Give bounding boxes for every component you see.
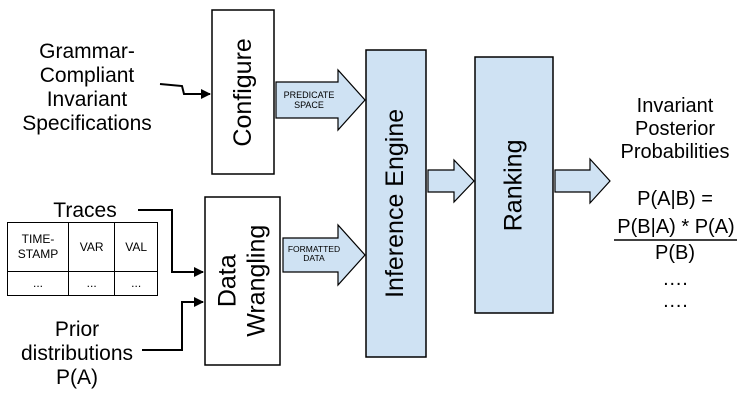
grammar-line-4: Specifications bbox=[22, 112, 152, 136]
traces-to-wrangling-connector bbox=[138, 209, 204, 277]
data-wrangling-box bbox=[204, 196, 281, 366]
table-row: ... ... ... bbox=[7, 270, 158, 297]
ranking-text: Ranking bbox=[499, 139, 528, 231]
configure-label: Configure bbox=[212, 10, 274, 174]
table-header-row: TIME- STAMP VAR VAL bbox=[7, 222, 158, 272]
predicate-line-2: SPACE bbox=[294, 99, 324, 110]
configure-text: Configure bbox=[228, 37, 257, 147]
predicate-line-1: PREDICATE bbox=[283, 90, 335, 100]
prior-to-wrangling-connector bbox=[142, 297, 204, 351]
formatted-data-arrow bbox=[282, 223, 366, 287]
inference-engine-text: Inference Engine bbox=[381, 108, 410, 299]
data-wrangling-line-2: Wrangling bbox=[242, 224, 271, 338]
predicate-space-label: PREDICATE SPACE bbox=[278, 90, 340, 111]
formatted-line-1: FORMATTED bbox=[287, 244, 341, 254]
table-cell: ... bbox=[67, 270, 116, 297]
data-wrangling-label: Data Wrangling bbox=[205, 197, 280, 365]
traces-table: TIME- STAMP VAR VAL ... ... ... bbox=[7, 222, 158, 297]
prior-line-1: Prior bbox=[54, 318, 100, 341]
output-title-line-2: Posterior bbox=[634, 118, 716, 140]
ellipsis-1: …. bbox=[662, 268, 688, 290]
formatted-data-label: FORMATTED DATA bbox=[283, 244, 345, 264]
output-title-line-1: Invariant bbox=[636, 95, 714, 117]
prior-line-2: distributions bbox=[20, 342, 134, 366]
output-title: Invariant Posterior Probabilities bbox=[606, 95, 744, 164]
formatted-line-2: DATA bbox=[303, 253, 325, 264]
prior-distributions-label: Prior distributions P(A) bbox=[2, 318, 152, 390]
data-wrangling-text: Data Wrangling bbox=[214, 225, 272, 337]
predicate-space-arrow bbox=[275, 68, 366, 132]
ellipsis-2: …. bbox=[662, 290, 688, 312]
ranking-label: Ranking bbox=[475, 57, 553, 313]
grammar-to-configure-connector bbox=[159, 83, 211, 99]
formula-numerator: P(B|A) * P(A) bbox=[617, 216, 735, 238]
prior-line-3: P(A) bbox=[56, 366, 98, 390]
grammar-spec-label: Grammar- Compliant Invariant Specificati… bbox=[14, 40, 160, 137]
formula-lhs: P(A|B) = bbox=[637, 188, 713, 210]
grammar-line-2: Compliant bbox=[39, 64, 135, 88]
inference-to-ranking-arrow bbox=[427, 158, 475, 204]
table-header-timestamp: TIME- STAMP bbox=[7, 222, 69, 272]
data-wrangling-line-1: Data bbox=[213, 254, 242, 308]
traces-label: Traces bbox=[45, 199, 125, 224]
ranking-box bbox=[474, 56, 554, 314]
grammar-line-3: Invariant bbox=[46, 88, 128, 112]
inference-engine-label: Inference Engine bbox=[366, 50, 426, 357]
output-title-line-3: Probabilities bbox=[620, 141, 730, 163]
inference-engine-box bbox=[365, 49, 427, 358]
table-header-val: VAL bbox=[114, 222, 158, 272]
table-cell: ... bbox=[114, 270, 158, 297]
table-cell: ... bbox=[7, 270, 69, 297]
formula-denominator: P(B) bbox=[655, 242, 695, 264]
ranking-to-output-arrow bbox=[554, 157, 611, 205]
configure-box bbox=[211, 9, 275, 175]
grammar-line-1: Grammar- bbox=[39, 40, 135, 63]
table-header-var: VAR bbox=[67, 222, 116, 272]
